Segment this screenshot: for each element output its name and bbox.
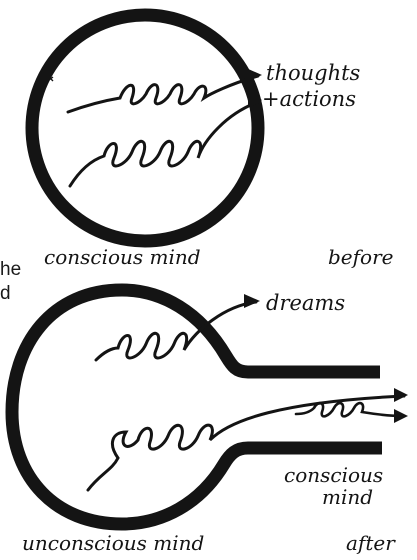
before-caption: before xyxy=(328,245,393,269)
unconscious-mind-caption: unconscious mind xyxy=(22,531,204,555)
unconscious-arrowhead xyxy=(394,388,408,402)
before-panel: thoughts +actions conscious mind before xyxy=(32,15,393,269)
dream-arrowhead xyxy=(244,294,260,308)
action-squiggle-lower xyxy=(70,102,258,186)
conscious-arrowhead xyxy=(394,409,408,423)
edge-fragment-2: d xyxy=(0,284,11,303)
conscious-label: conscious xyxy=(284,463,383,487)
thoughts-label: thoughts xyxy=(266,61,361,85)
edge-fragment-1: he xyxy=(0,260,21,279)
actions-label: +actions xyxy=(262,87,356,111)
conscious-mind-caption: conscious mind xyxy=(44,245,201,269)
after-caption: after xyxy=(346,531,396,555)
dreams-label: dreams xyxy=(266,291,345,315)
after-panel: dreams conscious mind unconscious mind a… xyxy=(12,290,408,555)
mind-label: mind xyxy=(322,485,373,509)
thought-squiggle-upper xyxy=(68,76,258,112)
conscious-mind-circle xyxy=(32,15,258,241)
